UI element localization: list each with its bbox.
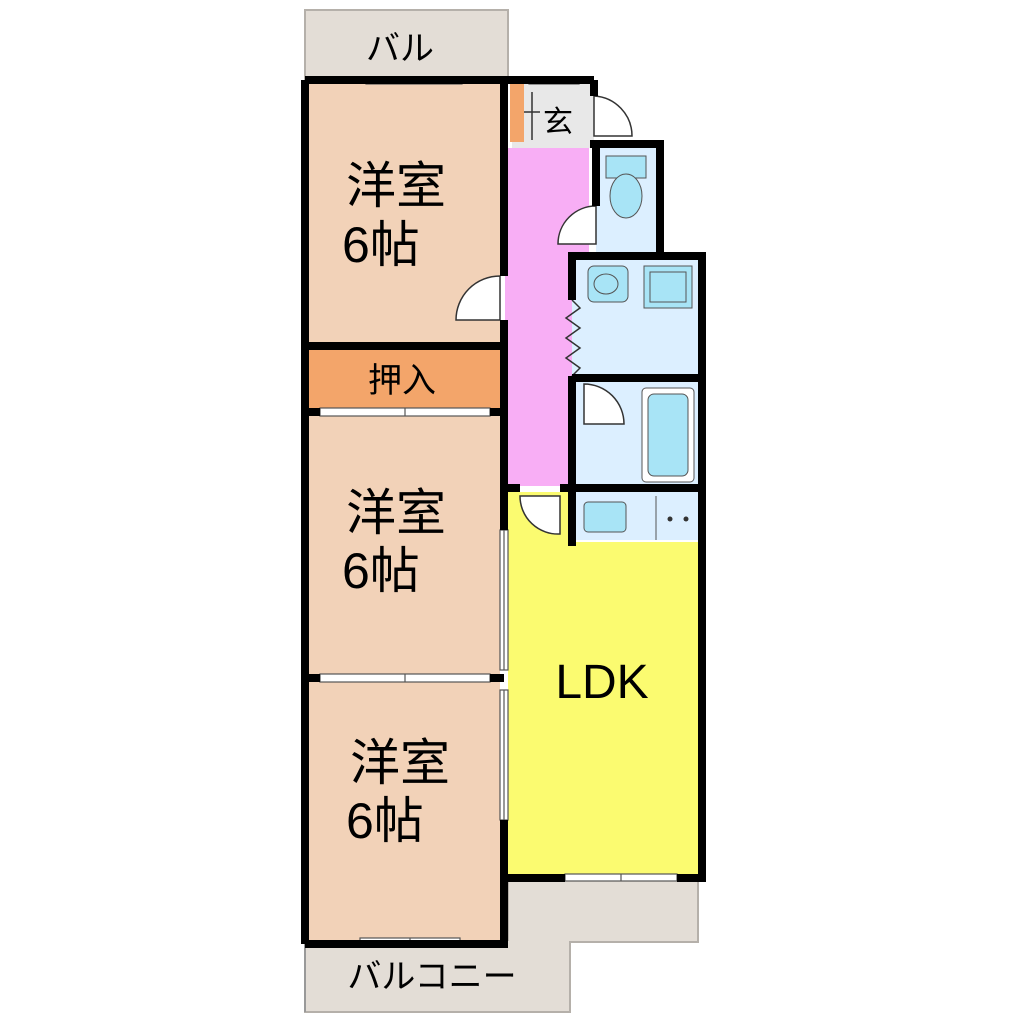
entrance bbox=[512, 84, 594, 148]
western-room-1-label-line1: 洋室 bbox=[346, 158, 446, 214]
balcony-top-label: バル bbox=[366, 30, 434, 68]
walls bbox=[301, 76, 706, 948]
western-room-2 bbox=[308, 416, 500, 678]
closet bbox=[308, 350, 500, 408]
western-room-1-label-line2: 6帖 bbox=[342, 217, 420, 273]
entrance-door bbox=[524, 92, 540, 140]
western-room-3-label-line2: 6帖 bbox=[346, 793, 424, 849]
folding-door bbox=[564, 299, 582, 377]
balcony-bottom-label: バルコニー bbox=[347, 958, 516, 996]
bathtub-fixture bbox=[641, 387, 695, 483]
balcony-top bbox=[304, 9, 509, 81]
entrance-label: 玄 bbox=[543, 106, 573, 139]
western-room-2-label-line2: 6帖 bbox=[342, 543, 420, 599]
closet-label: 押入 bbox=[368, 362, 436, 400]
ldk-label: LDK bbox=[555, 656, 648, 709]
washbasin-fixture bbox=[587, 265, 629, 303]
sink-fixture bbox=[583, 496, 689, 540]
door-swings bbox=[455, 95, 633, 535]
toilet-fixture bbox=[605, 155, 647, 219]
washing-machine-fixture bbox=[643, 265, 693, 309]
entrance-shoe-closet bbox=[510, 84, 524, 142]
western-room-3-label-line1: 洋室 bbox=[350, 735, 450, 791]
ldk bbox=[508, 492, 700, 876]
western-room-2-label-line1: 洋室 bbox=[346, 485, 446, 541]
western-room-3 bbox=[308, 682, 500, 940]
